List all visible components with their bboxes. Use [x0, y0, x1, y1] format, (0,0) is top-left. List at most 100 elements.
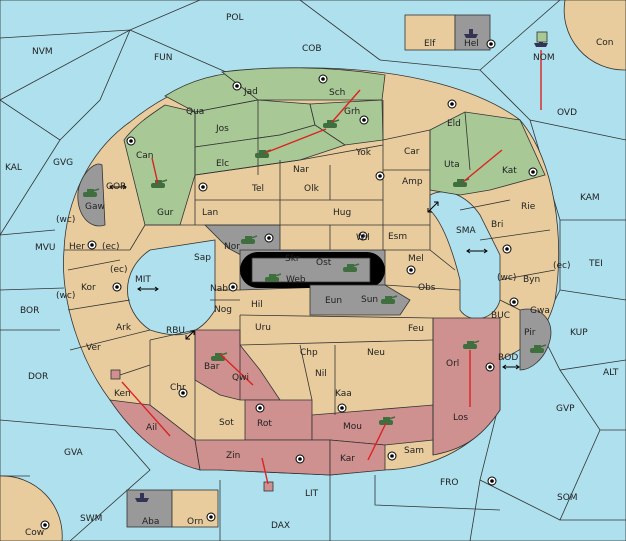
army-unit-icon [151, 179, 168, 188]
supply-center-marker [264, 233, 274, 243]
label-nog: Nog [214, 305, 232, 315]
label-pir: Pir [524, 328, 536, 338]
move-arrow [331, 89, 361, 123]
army-unit-icon [211, 352, 228, 361]
label-coast-ec: (ec) [110, 265, 128, 275]
label-kal: KAL [5, 163, 22, 173]
supply-center-marker [206, 512, 216, 522]
label-lit: LIT [305, 489, 319, 499]
label-chr: Chr [170, 383, 186, 393]
label-ken: Ken [114, 389, 131, 399]
label-olk: Olk [304, 184, 320, 194]
label-chp: Chp [300, 348, 318, 358]
green-power-territory [123, 67, 546, 226]
label-ovd: OVD [557, 108, 577, 118]
supply-center-marker [502, 244, 512, 254]
label-nab: Nab [210, 284, 228, 294]
label-sap: Sap [194, 253, 211, 263]
label-can: Can [136, 151, 154, 161]
label-bar: Bar [204, 362, 220, 372]
label-kat: Kat [502, 166, 517, 176]
adjacency-arrow-icon [502, 364, 520, 370]
label-zin: Zin [226, 451, 240, 461]
army-unit-icon [265, 273, 282, 282]
label-gva: GVA [64, 448, 84, 458]
label-gvp: GVP [556, 404, 575, 414]
label-neu: Neu [367, 348, 385, 358]
label-obs: Obs [418, 283, 436, 293]
move-arrow [261, 457, 269, 485]
label-cow: Cow [25, 528, 44, 538]
label-aba: Aba [142, 517, 159, 527]
army-unit-icon [241, 235, 258, 244]
province-hel[interactable] [454, 14, 491, 51]
supply-centers [40, 39, 538, 530]
unit-build-marker [536, 31, 548, 43]
label-bor: BOR [20, 306, 39, 316]
label-hel: Hel [464, 39, 479, 49]
label-ost: Ost [316, 258, 332, 268]
supply-center-marker [198, 182, 208, 192]
label-sam: Sam [404, 446, 424, 456]
army-unit-icon [463, 340, 480, 349]
province-pir [519, 308, 552, 371]
province-can-gur [123, 104, 196, 226]
province-orl-los [432, 317, 501, 456]
label-gur: Gur [157, 208, 174, 218]
label-eld: Eld [447, 119, 461, 129]
label-gwa: Gwa [530, 306, 550, 316]
label-nil: Nil [315, 369, 327, 379]
label-uru: Uru [255, 323, 271, 333]
label-sma: SMA [456, 226, 476, 236]
fleet-unit-icon [464, 29, 478, 38]
move-arrow [219, 353, 254, 386]
supply-center-marker [375, 171, 385, 181]
label-byn: Byn [523, 275, 540, 285]
label-ver: Ver [86, 343, 101, 353]
label-mvu: MVU [35, 243, 56, 253]
province-con[interactable] [563, 0, 626, 71]
label-coast-ec: (ec) [553, 261, 571, 271]
province-uta-kat [429, 111, 546, 196]
label-gvg: GVG [53, 158, 73, 168]
label-sun: Sun [361, 295, 378, 305]
unit-build-marker [110, 369, 121, 380]
move-arrow [367, 422, 387, 461]
province-zin [194, 439, 331, 476]
province-elf[interactable] [404, 14, 456, 51]
supply-center-marker [509, 297, 519, 307]
label-yok: Yok [355, 148, 372, 158]
label-los: Los [453, 413, 468, 423]
label-mou: Mou [343, 422, 362, 432]
label-jos: Jos [215, 124, 229, 134]
label-ail: Ail [146, 423, 157, 433]
unit-build-marker [263, 481, 274, 492]
label-con: Con [596, 38, 614, 48]
order-arrows [121, 50, 542, 485]
supply-center-marker [255, 403, 265, 413]
label-mit: MIT [135, 275, 151, 285]
label-gor: GOR [106, 182, 126, 192]
supply-center-marker [295, 454, 305, 464]
label-elf: Elf [424, 39, 436, 49]
supply-center-marker [359, 115, 369, 125]
supply-center-marker [358, 231, 368, 241]
label-nom: NOM [533, 53, 555, 63]
adjacency-arrow-icon [137, 286, 159, 292]
supply-center-marker [318, 74, 328, 84]
label-fro: FRO [440, 478, 459, 488]
label-sch: Sch [329, 88, 345, 98]
army-unit-icon [379, 416, 396, 425]
army-unit-icon [83, 188, 100, 197]
label-ark: Ark [116, 323, 132, 333]
label-hil: Hil [251, 300, 263, 310]
province-labels: POL NVM FUN COB Elf Hel Con NOM OVD KAL … [5, 13, 619, 538]
label-kup: KUP [570, 328, 588, 338]
move-arrow [462, 149, 503, 183]
label-orl: Orl [446, 359, 459, 369]
supply-center-marker [337, 403, 347, 413]
supply-center-marker [406, 265, 416, 275]
label-mel: Mel [408, 254, 424, 264]
